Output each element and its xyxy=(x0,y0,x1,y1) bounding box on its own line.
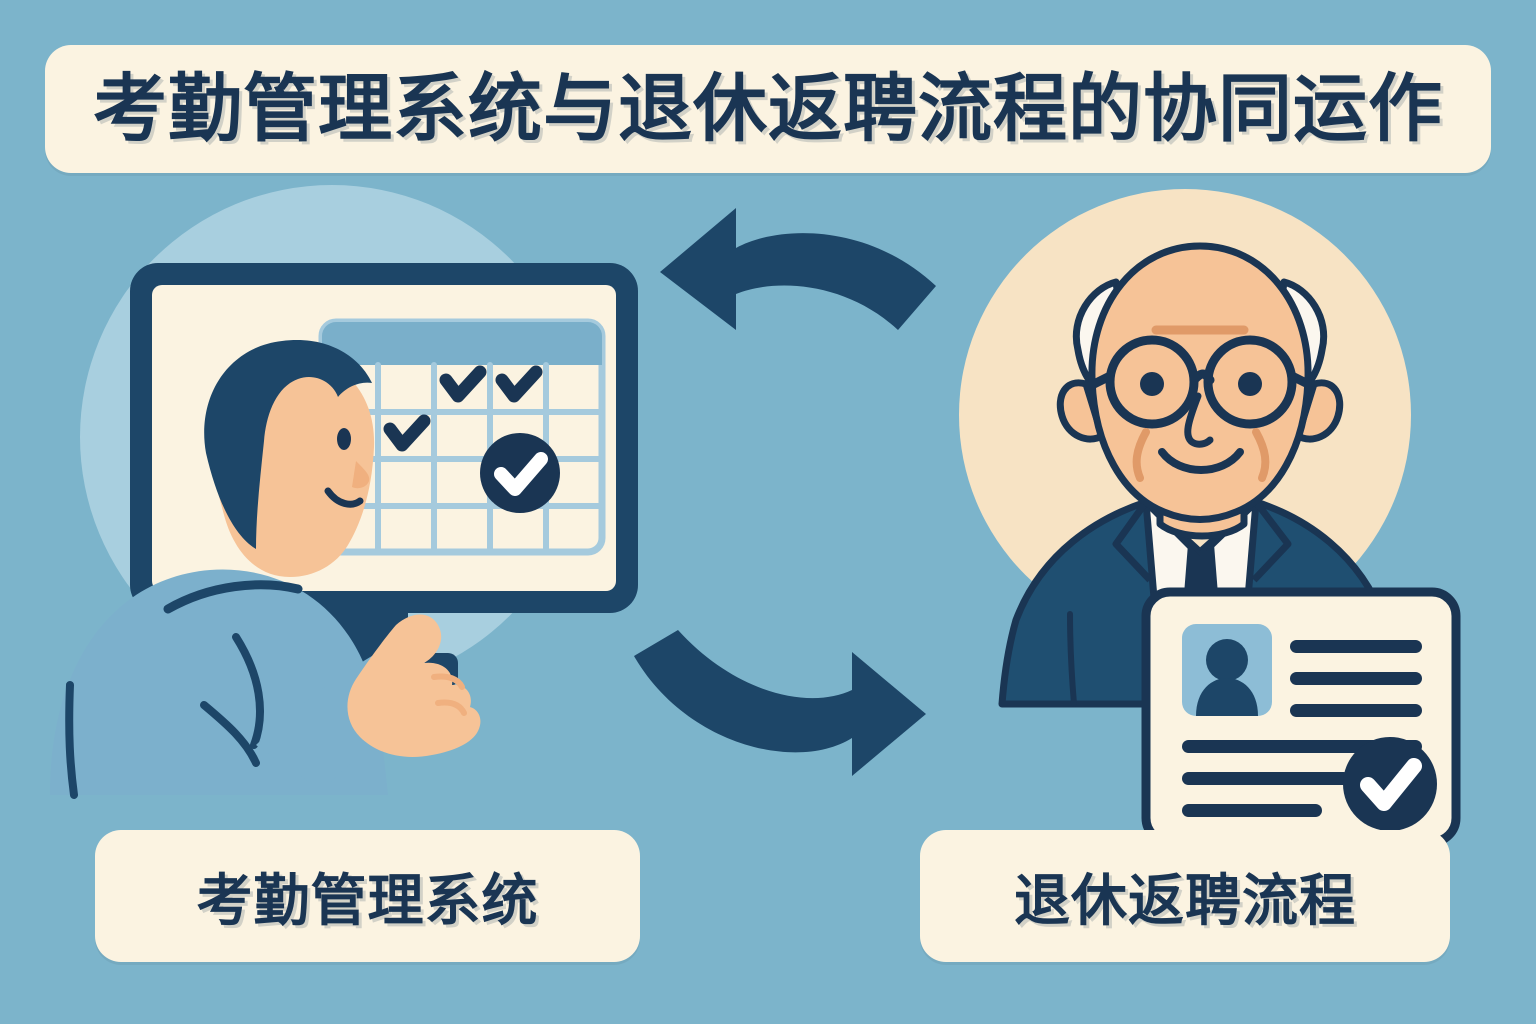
rehire-process-illustration xyxy=(950,189,1461,847)
attendance-confirm-badge[interactable] xyxy=(480,433,560,513)
verified-check-badge xyxy=(1343,737,1437,831)
label-chip-attendance-system: 考勤管理系统 xyxy=(95,830,640,962)
arrow-bottom-pointing-right xyxy=(634,630,926,776)
employee-figure xyxy=(50,340,452,799)
page-title: 考勤管理系统与退休返聘流程的协同运作 xyxy=(93,67,1443,150)
id-detail-lines xyxy=(1290,640,1422,717)
pointing-hand xyxy=(347,614,481,757)
arrow-top-pointing-left xyxy=(660,208,936,330)
avatar-icon xyxy=(1196,639,1258,716)
id-badge-card[interactable] xyxy=(1141,587,1461,847)
attendance-calendar xyxy=(318,318,606,556)
attendance-system-label: 考勤管理系统 xyxy=(196,868,539,932)
glasses-icon xyxy=(1085,335,1317,429)
rehire-process-label: 退休返聘流程 xyxy=(1014,868,1356,932)
label-chip-rehire-process: 退休返聘流程 xyxy=(920,830,1450,962)
calendar-checkmarks xyxy=(383,365,543,452)
title-banner: 考勤管理系统与退休返聘流程的协同运作 xyxy=(45,45,1491,173)
cycle-arrows xyxy=(620,190,950,830)
attendance-system-illustration xyxy=(50,185,680,799)
